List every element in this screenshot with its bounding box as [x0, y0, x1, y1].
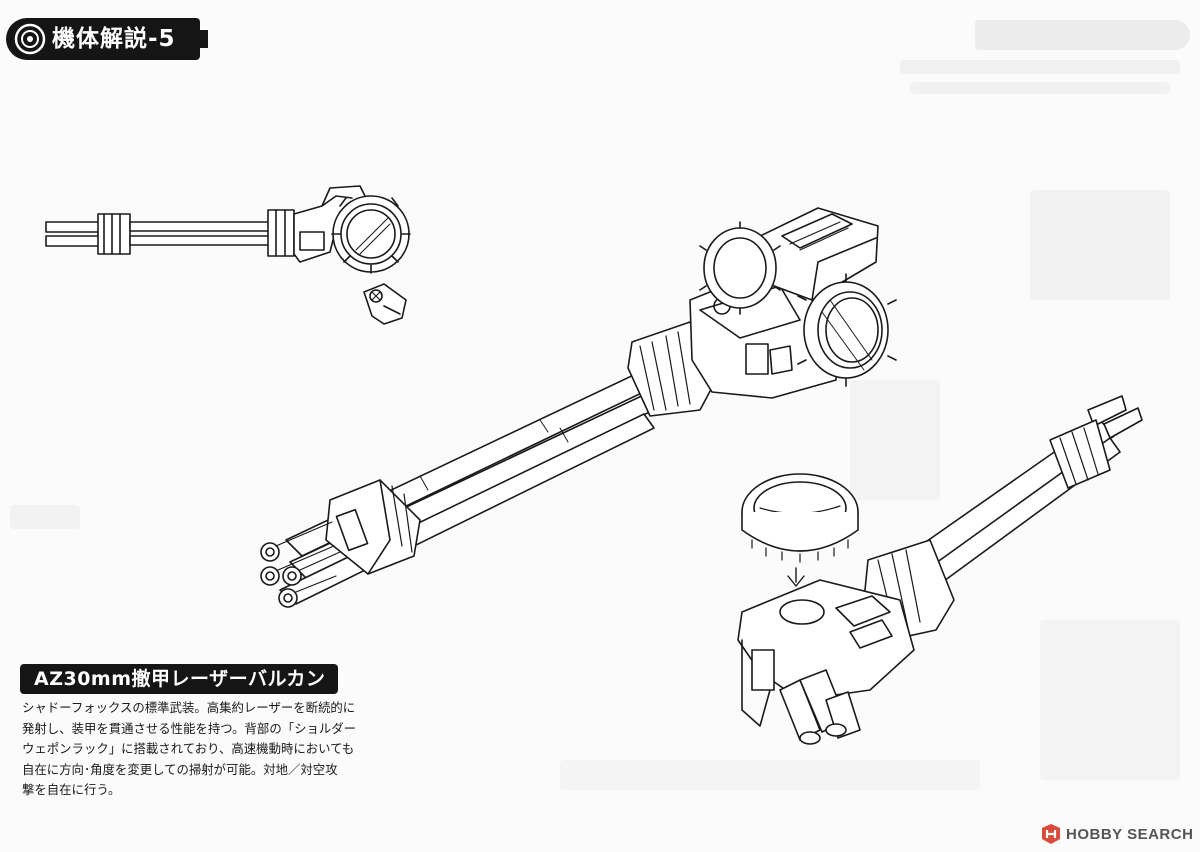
description-line: ウェポンラック」に搭載されており、高速機動時においても	[22, 741, 355, 756]
description-line: 撃を自在に行う。	[22, 782, 121, 797]
description-line: 自在に方向･角度を変更しての掃射が可能。対地／対空攻	[22, 761, 338, 777]
bleed-through-block	[900, 60, 1180, 74]
bleed-through-block	[1030, 190, 1170, 300]
bleed-through-block	[910, 82, 1170, 94]
gear-target-icon	[14, 23, 46, 55]
bleed-through-block	[560, 760, 980, 790]
bleed-through-tab	[975, 20, 1190, 50]
watermark-text: HOBBY SEARCH	[1066, 825, 1194, 843]
description-line: シャドーフォックスの標準武装。高集約レーザーを断続的に	[22, 700, 356, 715]
description-line: 発射し、装甲を貫通させる性能を持つ。背部の「ショルダー	[22, 720, 357, 736]
bleed-through-block	[10, 505, 80, 529]
bleed-through-block	[850, 380, 940, 500]
dial-part-drawing	[741, 473, 859, 587]
angled-view-drawing	[737, 395, 1143, 745]
hobby-search-logo-icon	[1042, 824, 1060, 844]
weapon-title: AZ30mm撤甲レーザーバルカン	[34, 668, 326, 690]
watermark: HOBBY SEARCH	[1040, 822, 1193, 846]
page-title: 機体解説-5	[52, 26, 176, 52]
main-view-drawing	[260, 207, 897, 608]
weapon-title-banner: AZ30mm撤甲レーザーバルカン	[20, 664, 338, 694]
bleed-through-block	[1040, 620, 1180, 780]
side-view-drawing	[45, 185, 411, 325]
section-header: 機体解説-5	[6, 18, 208, 60]
weapon-description: シャドーフォックスの標準武装。高集約レーザーを断続的に 発射し、装甲を貫通させる…	[22, 698, 357, 801]
